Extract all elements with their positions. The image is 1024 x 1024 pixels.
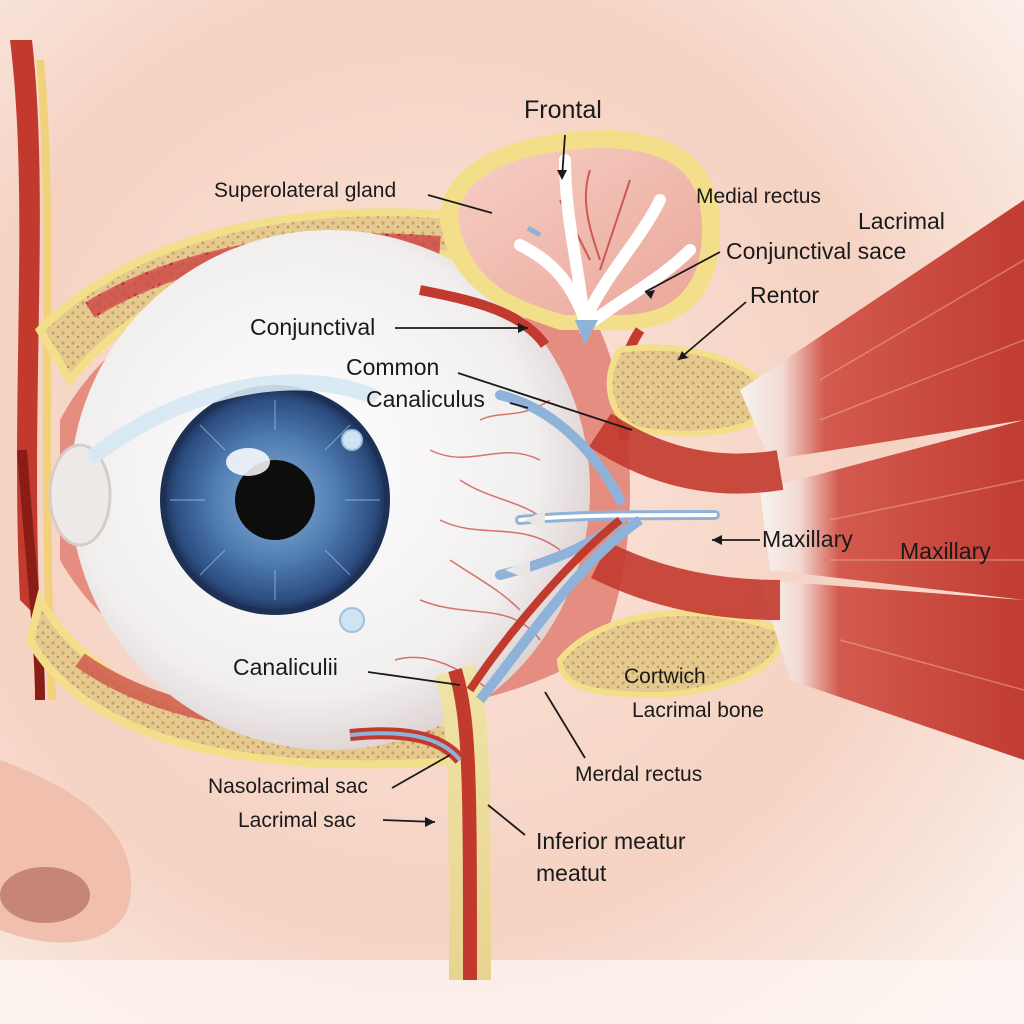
label-lacrimal-bone: Lacrimal bone <box>632 699 764 722</box>
label-maxillary-outer: Maxillary <box>900 538 991 564</box>
label-lacrimal-sac: Lacrimal sac <box>238 809 356 832</box>
label-frontal: Frontal <box>524 96 602 124</box>
left-vessel <box>10 40 40 620</box>
tear-drop <box>341 429 363 451</box>
label-lacrimal: Lacrimal <box>858 208 945 234</box>
label-nasolacrimal-sac: Nasolacrimal sac <box>208 775 368 798</box>
muscle-middle <box>760 420 1024 600</box>
pupil <box>235 460 315 540</box>
label-canaliculus: Canaliculus <box>366 386 485 412</box>
tear-drop-lower <box>339 607 365 633</box>
gland-ducts <box>514 154 696 336</box>
label-common: Common <box>346 354 440 380</box>
vessel-superior <box>419 285 550 349</box>
bone-plate-upper <box>606 344 774 437</box>
muscle-upper <box>740 200 1024 460</box>
label-merdal-rectus: Merdal rectus <box>575 763 703 786</box>
lacrimal-gland <box>458 148 702 315</box>
label-cortwich: Cortwich <box>624 665 706 688</box>
label-conjunctival-sace: Conjunctival sace <box>726 238 907 264</box>
label-superolateral-gland: Superolateral gland <box>214 179 397 202</box>
label-canaliculii: Canaliculii <box>233 654 338 680</box>
label-rentor: Rentor <box>750 282 820 308</box>
label-maxillary-inner: Maxillary <box>762 526 853 552</box>
label-conjunctival: Conjunctival <box>250 314 376 340</box>
label-meatut: meatut <box>536 860 607 886</box>
label-inferior-meatur: Inferior meatur <box>536 828 686 854</box>
leader-lines <box>367 134 760 836</box>
bone-plate-lower <box>556 610 785 699</box>
nostril <box>0 867 90 923</box>
label-medial-rectus: Medial rectus <box>696 185 821 208</box>
muscle-lower <box>760 580 1024 760</box>
tear-film <box>87 374 378 463</box>
